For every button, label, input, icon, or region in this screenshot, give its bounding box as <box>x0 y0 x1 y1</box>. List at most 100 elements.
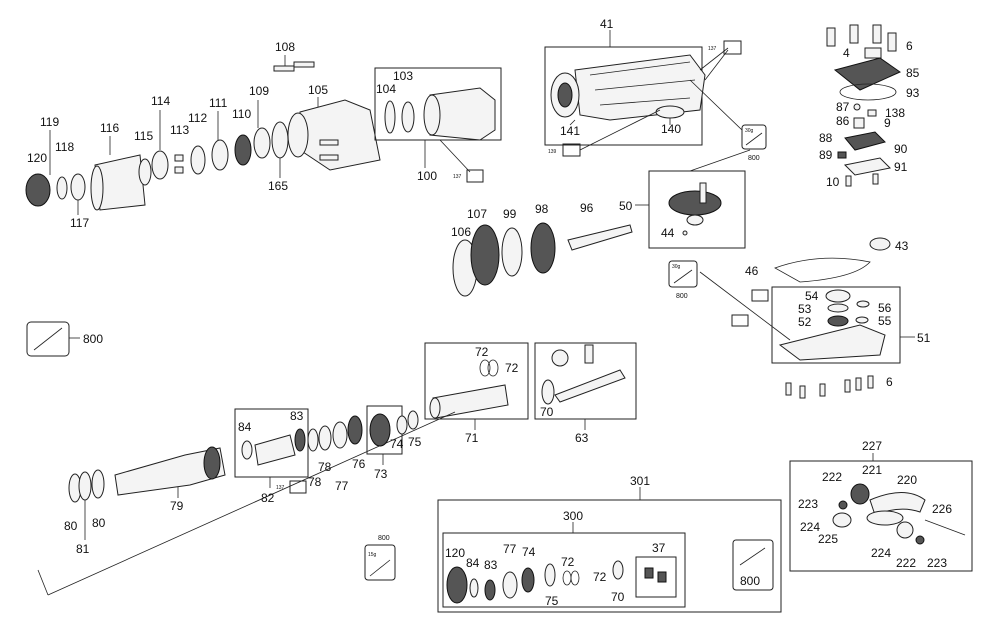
assembly-227: 227 221 222 220 223 226 224 225 224 222 … <box>789 439 973 572</box>
part-label-96: 96 <box>580 201 594 215</box>
part-label-46: 46 <box>745 264 759 278</box>
part-label-800-d: 800 <box>378 535 390 542</box>
part-label-226: 226 <box>932 502 952 516</box>
part-label-37: 37 <box>652 541 666 555</box>
grease-label-139: 139 <box>548 149 557 155</box>
part-label-112: 112 <box>188 111 207 125</box>
part-label-75-a: 75 <box>408 435 422 449</box>
piston-group-71: 72 72 71 <box>424 342 529 445</box>
grease-800-badge-left: 800 <box>26 321 103 357</box>
part-label-103: 103 <box>393 69 413 83</box>
grease-amount-30g-b: 30g <box>672 264 681 270</box>
part-label-800-e: 800 <box>740 574 760 588</box>
part-label-85: 85 <box>906 66 920 80</box>
part-label-110: 110 <box>232 107 251 121</box>
part-label-222-a: 222 <box>822 470 842 484</box>
part-label-72-c: 72 <box>561 555 575 569</box>
grease-label-137-c: 137 <box>276 485 285 491</box>
part-label-9: 9 <box>884 116 891 130</box>
part-label-41: 41 <box>600 17 614 31</box>
part-label-116: 116 <box>100 121 119 135</box>
part-label-301: 301 <box>630 474 650 488</box>
part-label-10: 10 <box>826 175 840 189</box>
part-label-140: 140 <box>661 122 681 136</box>
part-label-120-b: 120 <box>445 546 465 560</box>
grease-label-137: 137 <box>708 46 717 52</box>
part-label-105: 105 <box>308 83 328 97</box>
front-housing-assembly: 108 105 165 <box>268 40 381 193</box>
part-label-117: 117 <box>70 216 89 230</box>
grease-800-badge-top: 30g 800 <box>689 79 767 162</box>
part-label-50: 50 <box>619 199 633 213</box>
part-label-86: 86 <box>836 114 850 128</box>
part-label-89: 89 <box>819 148 833 162</box>
part-label-43: 43 <box>895 239 909 253</box>
part-label-83-b: 83 <box>484 558 498 572</box>
part-label-77-b: 77 <box>503 542 517 556</box>
part-label-141: 141 <box>560 124 580 138</box>
part-label-83-a: 83 <box>290 409 304 423</box>
part-label-800-c: 800 <box>83 332 103 346</box>
part-label-99: 99 <box>503 207 517 221</box>
part-label-114: 114 <box>151 94 170 108</box>
part-label-54: 54 <box>805 289 819 303</box>
part-label-80-a: 80 <box>64 519 78 533</box>
part-label-221: 221 <box>862 463 882 477</box>
spindle-chain: 80 80 81 79 84 83 82 137 78 78 77 76 74 … <box>37 405 456 596</box>
part-label-72-d: 72 <box>593 570 607 584</box>
part-label-90: 90 <box>894 142 908 156</box>
grease-800-badge-mid: 30g 800 <box>668 260 698 300</box>
part-label-87: 87 <box>836 100 850 114</box>
part-label-75-b: 75 <box>545 594 559 608</box>
part-label-77-a: 77 <box>335 479 349 493</box>
part-label-104: 104 <box>376 82 396 96</box>
grease-label-137-b: 137 <box>453 174 462 180</box>
part-label-109: 109 <box>249 84 269 98</box>
part-label-72-a: 72 <box>475 345 489 359</box>
part-label-106: 106 <box>451 225 471 239</box>
part-label-63: 63 <box>575 431 589 445</box>
part-label-84-a: 84 <box>238 420 252 434</box>
part-label-74-b: 74 <box>522 545 536 559</box>
part-label-800-a: 800 <box>748 155 760 162</box>
front-parts-chain: 119 120 118 117 116 115 114 113 112 111 … <box>25 84 271 230</box>
part-label-71: 71 <box>465 431 479 445</box>
part-label-51: 51 <box>917 331 931 345</box>
part-label-119: 119 <box>40 115 59 129</box>
part-label-223-b: 223 <box>927 556 947 570</box>
part-label-111: 111 <box>209 96 228 110</box>
clutch-assembly: 106 107 99 98 96 <box>451 201 633 297</box>
part-label-70-b: 70 <box>611 590 625 604</box>
gear-assembly-50: 50 44 <box>619 149 751 249</box>
part-label-108: 108 <box>275 40 295 54</box>
part-label-79: 79 <box>170 499 184 513</box>
part-label-138: 138 <box>885 106 905 120</box>
part-label-225: 225 <box>818 532 838 546</box>
part-label-100: 100 <box>417 169 437 183</box>
part-label-74-a: 74 <box>390 437 404 451</box>
gear-box <box>648 170 746 249</box>
part-label-84-b: 84 <box>466 556 480 570</box>
part-label-56: 56 <box>878 301 892 315</box>
part-label-220: 220 <box>897 473 917 487</box>
part-label-107: 107 <box>467 207 487 221</box>
service-kit-301: 301 300 120 84 83 77 74 75 72 72 70 37 8… <box>437 474 782 613</box>
part-label-91: 91 <box>894 160 908 174</box>
housing-assembly-41: 41 140 141 137 139 <box>544 17 742 157</box>
part-label-93: 93 <box>906 86 920 100</box>
cover-plate-assembly: 6 4 85 93 87 138 86 9 88 90 89 91 10 <box>819 24 920 189</box>
part-label-800-b: 800 <box>676 293 688 300</box>
part-label-224-b: 224 <box>871 546 891 560</box>
grease-800-badge-bottom: 800 15g <box>364 535 396 581</box>
part-label-223-a: 223 <box>798 497 818 511</box>
part-label-115: 115 <box>134 129 153 143</box>
part-group-100: 103 104 100 137 <box>374 67 502 183</box>
part-label-44: 44 <box>661 226 675 240</box>
part-label-72-b: 72 <box>505 361 519 375</box>
part-label-70-a: 70 <box>540 405 554 419</box>
part-label-113: 113 <box>170 123 189 137</box>
part-label-222-b: 222 <box>896 556 916 570</box>
part-label-98: 98 <box>535 202 549 216</box>
part-label-118: 118 <box>55 140 74 154</box>
